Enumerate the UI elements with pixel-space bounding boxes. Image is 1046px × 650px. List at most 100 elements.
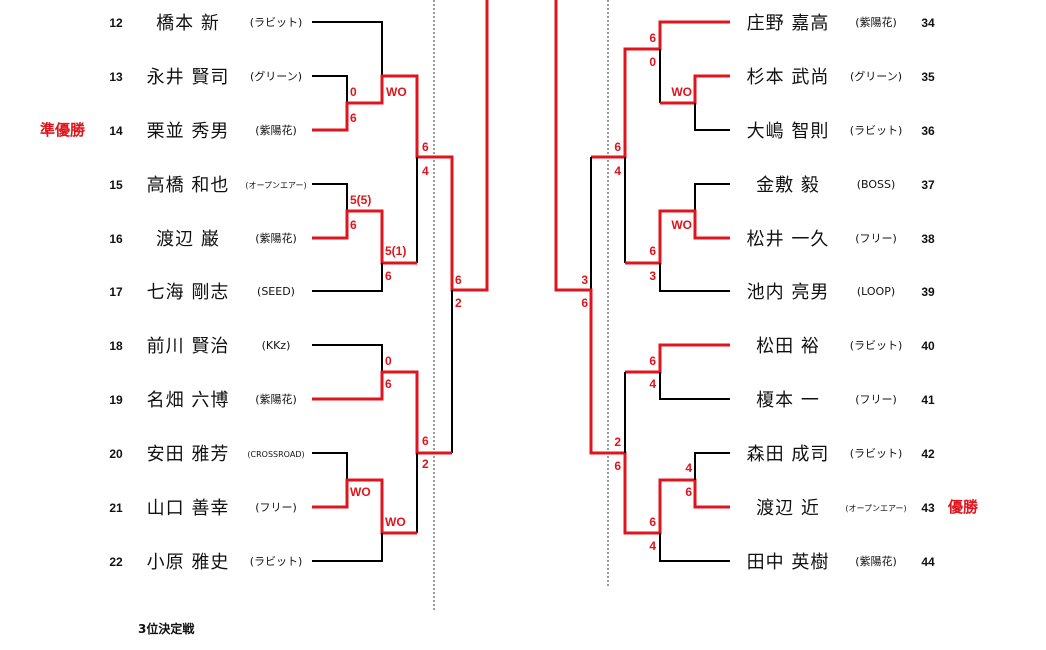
team-name: (オープンエアー) [845, 504, 906, 513]
seed-number: 38 [921, 232, 935, 246]
score: 6 [350, 218, 357, 232]
team-name: (グリーン) [250, 69, 302, 83]
seed-number: 14 [109, 124, 123, 138]
player-name: 金敷 毅 [756, 175, 820, 196]
team-name: (SEED) [257, 285, 295, 298]
score: 6 [649, 515, 656, 529]
team-name: (ラビット) [850, 339, 903, 352]
score: 6 [581, 296, 588, 310]
player-entry: 21 山口 善幸 (フリー) [109, 498, 296, 519]
score: WO [671, 218, 692, 232]
left-scores: 0 6 WO 6 4 5(5) 6 5(1) 6 6 2 0 6 6 2 WO … [350, 85, 462, 529]
score: 6 [649, 244, 656, 258]
team-name: (フリー) [855, 232, 897, 245]
score: 4 [649, 377, 656, 391]
seed-number: 19 [109, 393, 123, 407]
score: WO [350, 485, 371, 499]
seed-number: 16 [109, 232, 123, 246]
team-name: (紫陽花) [255, 124, 297, 137]
team-name: (ラビット) [250, 555, 303, 568]
team-name: (LOOP) [857, 285, 895, 298]
player-entry: 17 七海 剛志 (SEED) [109, 282, 295, 303]
left-bracket-lines [312, 0, 489, 562]
team-name: (紫陽花) [855, 16, 897, 29]
third-place-match-label: 3位決定戦 [138, 621, 195, 636]
player-entry: 大嶋 智則 (ラビット) 36 [747, 121, 935, 142]
score: 6 [385, 377, 392, 391]
player-name: 七海 剛志 [147, 282, 230, 303]
score: 6 [385, 269, 392, 283]
player-entry: 杉本 武尚(グリーン)35 [747, 67, 935, 88]
seed-number: 34 [921, 16, 935, 30]
seed-number: 20 [109, 447, 123, 461]
score: 2 [422, 457, 429, 471]
player-entry: 13 永井 賢司 (グリーン) [109, 67, 302, 88]
player-name: 森田 成司 [747, 444, 830, 465]
right-bracket-lines [554, 0, 730, 562]
seed-number: 13 [109, 70, 123, 84]
score: 6 [685, 485, 692, 499]
player-name: 永井 賢司 [147, 67, 230, 88]
score: 6 [649, 354, 656, 368]
player-name: 山口 善幸 [147, 498, 230, 519]
seed-number: 15 [109, 178, 123, 192]
score: 6 [614, 459, 621, 473]
player-entry: 榎本 一(フリー)41 [756, 390, 935, 411]
seed-number: 44 [921, 555, 935, 569]
team-name: (ラビット) [250, 16, 303, 29]
score: 5(5) [350, 193, 371, 207]
score: 3 [581, 273, 588, 287]
score: 6 [350, 111, 357, 125]
team-name: (フリー) [255, 501, 297, 514]
team-name: (紫陽花) [255, 232, 297, 245]
player-entry: 松井 一久 (フリー) 38 [747, 229, 935, 250]
score: WO [386, 85, 407, 99]
score: 6 [614, 140, 621, 154]
team-name: (オープンエアー) [245, 181, 306, 190]
seed-number: 43 [921, 501, 935, 515]
seed-number: 39 [921, 285, 935, 299]
player-entry: 森田 成司 (ラビット) 42 [747, 444, 935, 465]
score: 4 [685, 461, 692, 475]
player-name: 池内 亮男 [747, 282, 830, 303]
score: 6 [455, 273, 462, 287]
score: 0 [649, 55, 656, 69]
team-name: (ラビット) [850, 124, 903, 137]
score: 6 [649, 31, 656, 45]
team-name: (紫陽花) [255, 393, 297, 406]
score: WO [671, 85, 692, 99]
team-name: (KKz) [262, 339, 291, 352]
player-name: 高橋 和也 [147, 175, 230, 196]
score: 2 [455, 296, 462, 310]
seed-number: 36 [921, 124, 935, 138]
player-name: 安田 雅芳 [147, 444, 230, 465]
player-entry: 15 高橋 和也 (オープンエアー) [109, 175, 306, 196]
runner-up-label: 準優勝 [40, 121, 86, 139]
seed-number: 21 [109, 501, 123, 515]
score: 0 [385, 354, 392, 368]
player-name: 名畑 六博 [147, 390, 230, 411]
team-name: (紫陽花) [855, 555, 897, 568]
player-entry: 庄野 嘉高 (紫陽花) 34 [747, 13, 935, 34]
seed-number: 37 [921, 178, 935, 192]
score: 4 [649, 539, 656, 553]
player-name: 大嶋 智則 [747, 121, 830, 142]
seed-number: 35 [921, 70, 935, 84]
player-entry: 渡辺 近(オープンエアー)43 [756, 498, 935, 519]
seed-number: 17 [109, 285, 123, 299]
score: 6 [422, 434, 429, 448]
player-entry: 池内 亮男 (LOOP) 39 [747, 282, 935, 303]
seed-number: 12 [109, 16, 123, 30]
seed-number: 42 [921, 447, 935, 461]
player-name: 小原 雅史 [147, 552, 230, 573]
player-name: 松井 一久 [747, 229, 830, 250]
player-name: 庄野 嘉高 [747, 13, 830, 34]
player-entry: 金敷 毅(BOSS)37 [756, 175, 935, 196]
team-name: (ラビット) [850, 447, 903, 460]
score: 0 [350, 85, 357, 99]
